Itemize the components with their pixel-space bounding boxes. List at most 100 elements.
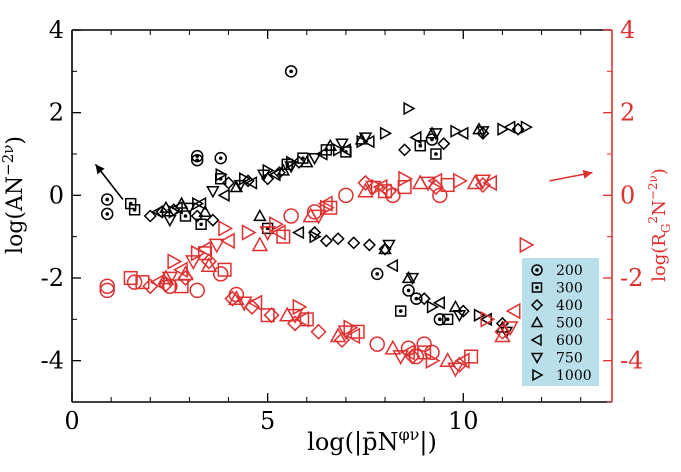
data-point xyxy=(417,345,432,360)
data-point xyxy=(441,313,454,326)
data-point xyxy=(190,153,204,167)
series-200-rg xyxy=(99,187,448,365)
legend-marker-300 xyxy=(531,282,543,293)
marker-shape xyxy=(331,232,345,246)
marker-shape xyxy=(291,225,305,240)
data-point xyxy=(309,229,322,244)
data-point xyxy=(235,296,253,312)
data-point xyxy=(276,229,291,244)
marker-dot xyxy=(218,156,223,160)
data-point xyxy=(263,307,280,324)
data-point xyxy=(123,270,138,286)
data-point xyxy=(126,274,143,290)
marker-shape xyxy=(190,244,206,262)
marker-shape xyxy=(453,172,468,190)
marker-shape xyxy=(200,253,218,270)
data-point xyxy=(403,101,416,116)
marker-shape xyxy=(300,155,314,168)
data-point xyxy=(212,266,229,282)
data-point xyxy=(262,163,275,178)
data-point xyxy=(270,224,286,241)
data-point xyxy=(319,199,335,217)
marker-dot xyxy=(132,208,137,212)
marker-shape xyxy=(501,321,519,337)
marker-shape xyxy=(284,65,298,78)
data-point xyxy=(503,120,516,134)
data-point xyxy=(398,170,414,188)
y-tick-label-right: 2 xyxy=(620,99,635,127)
data-point xyxy=(417,292,431,306)
marker-shape xyxy=(432,187,448,204)
marker-shape xyxy=(200,257,218,272)
data-point xyxy=(135,275,150,290)
marker-shape xyxy=(157,269,175,285)
marker-dot xyxy=(289,69,293,74)
marker-shape xyxy=(480,311,496,328)
y-axis-left-label: log(AN−2ν) xyxy=(0,136,28,254)
marker-dot xyxy=(398,309,403,313)
marker-shape xyxy=(239,172,252,186)
marker-shape xyxy=(292,155,306,169)
data-point xyxy=(505,302,521,320)
y-tick-label-left: -4 xyxy=(41,347,64,375)
marker-dot xyxy=(445,317,450,322)
marker-shape xyxy=(224,290,241,307)
marker-shape xyxy=(99,282,115,299)
data-point xyxy=(357,182,374,198)
marker-shape xyxy=(259,226,276,242)
marker-dot xyxy=(105,197,110,202)
data-point xyxy=(157,269,175,285)
data-point xyxy=(190,244,206,262)
data-point xyxy=(335,138,349,151)
data-point xyxy=(247,294,263,312)
marker-shape xyxy=(100,193,114,206)
marker-shape xyxy=(206,186,220,199)
data-point xyxy=(479,312,492,327)
data-point xyxy=(192,196,205,211)
data-point xyxy=(379,126,393,141)
marker-shape xyxy=(128,204,141,216)
data-point xyxy=(397,180,412,195)
marker-shape xyxy=(157,276,174,293)
data-point xyxy=(215,167,228,182)
y-tick-label-left: 4 xyxy=(49,16,64,44)
marker-shape xyxy=(244,176,258,190)
data-point xyxy=(310,323,327,340)
marker-dot xyxy=(375,272,380,276)
marker-shape xyxy=(319,234,333,248)
marker-shape xyxy=(356,134,369,149)
data-point xyxy=(343,319,359,336)
marker-shape xyxy=(126,274,143,290)
marker-shape xyxy=(482,174,498,192)
marker-shape xyxy=(338,143,352,157)
data-point xyxy=(370,178,386,196)
marker-shape xyxy=(332,143,346,157)
data-point xyxy=(284,65,298,78)
marker-shape xyxy=(173,261,188,279)
data-point xyxy=(167,253,183,270)
marker-shape xyxy=(402,284,415,297)
marker-dot xyxy=(418,143,423,148)
y-tick-label-right: -2 xyxy=(620,264,643,292)
marker-shape xyxy=(179,210,192,222)
data-point xyxy=(214,151,227,165)
marker-shape xyxy=(215,167,228,182)
data-point xyxy=(356,134,369,149)
marker-shape xyxy=(476,126,490,139)
marker-shape xyxy=(269,215,285,233)
data-point xyxy=(307,152,322,166)
data-point xyxy=(377,184,393,199)
data-point xyxy=(173,261,188,279)
marker-shape xyxy=(99,278,115,295)
marker-shape xyxy=(378,242,392,256)
marker-shape xyxy=(382,239,396,252)
data-point xyxy=(472,122,486,135)
series-1000 xyxy=(168,101,533,322)
data-point xyxy=(151,205,164,219)
data-point xyxy=(142,278,159,295)
marker-shape xyxy=(405,272,420,286)
marker-shape xyxy=(377,184,393,199)
legend-marker-1000 xyxy=(532,368,544,382)
marker-shape xyxy=(294,311,310,328)
marker-shape xyxy=(398,143,412,157)
